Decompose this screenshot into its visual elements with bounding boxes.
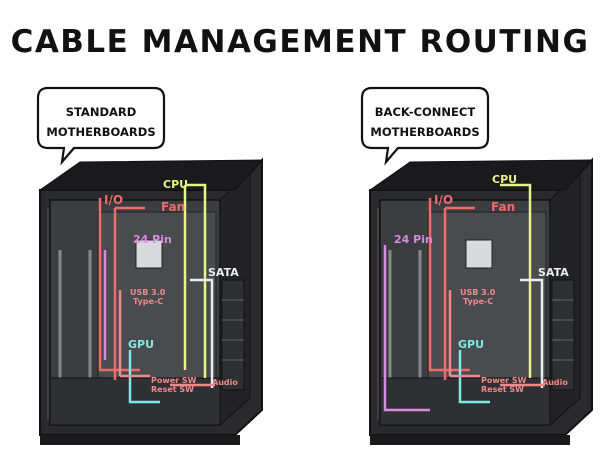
label-usb-line2: Type-C [463,297,493,306]
label-sata: SATA [208,266,239,279]
label-24pin: 24 Pin [394,233,433,246]
io-cable [428,198,470,372]
24pin-cable [383,245,430,412]
bubble-line-2: MOTHERBOARDS [370,125,480,139]
label-sata: SATA [538,266,569,279]
label-24pin: 24 Pin [133,233,172,246]
speech-bubble-shape [36,86,166,166]
speech-bubble-shape [360,86,490,166]
speech-bubble-back-connect: BACK-CONNECT MOTHERBOARDS [360,86,490,166]
case-diagram-back-connect: CPU I/O Fan 24 Pin SATA USB 3.0 Type-C G… [330,150,600,450]
label-power-sw: Power SW [151,376,197,385]
label-power-sw: Power SW [481,376,527,385]
pc-case [38,157,264,445]
label-fan: Fan [161,200,185,214]
label-usb-line1: USB 3.0 [460,288,496,297]
label-io: I/O [434,193,453,207]
cable-routes [383,183,545,412]
sata-cable [520,278,544,388]
bubble-line-1: BACK-CONNECT [374,105,476,119]
label-cpu: CPU [163,178,188,191]
label-gpu: GPU [128,338,154,351]
cpu-cable [183,183,207,378]
label-usb-line1: USB 3.0 [130,288,166,297]
io-cable [98,198,140,372]
label-audio: Audio [212,378,238,387]
case-diagram-standard: CPU I/O Fan 24 Pin SATA USB 3.0 Type-C G… [0,150,300,450]
label-fan: Fan [491,200,515,214]
label-audio: Audio [542,378,568,387]
cable-routes [98,183,215,404]
label-usb-line2: Type-C [133,297,163,306]
fan-cable [113,206,145,380]
front-panel-cable [450,374,545,387]
label-cpu: CPU [492,173,517,186]
pc-case [368,157,594,445]
bubble-line-2: MOTHERBOARDS [46,125,156,139]
label-reset-sw: Reset SW [481,385,524,394]
label-io: I/O [104,193,123,207]
sata-cable [190,278,214,388]
gpu-cable [128,350,160,404]
cpu-cable [500,183,532,378]
fan-cable [443,206,475,380]
label-reset-sw: Reset SW [151,385,194,394]
bubble-line-1: STANDARD [65,105,137,119]
front-panel-cable [120,374,215,387]
speech-bubble-standard: STANDARD MOTHERBOARDS [36,86,166,166]
gpu-cable [458,350,490,404]
label-gpu: GPU [458,338,484,351]
page-title: CABLE MANAGEMENT ROUTING [10,24,590,60]
